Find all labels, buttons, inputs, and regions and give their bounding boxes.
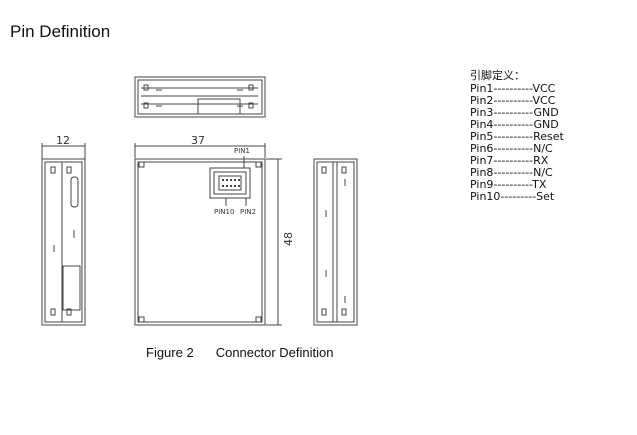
pin-row: Pin10---------Set bbox=[470, 190, 555, 203]
width-dimension-label: 12 bbox=[56, 134, 70, 147]
connector-pin1-label: PIN1 bbox=[234, 147, 250, 155]
page-title: Pin Definition bbox=[10, 22, 111, 41]
connector-pin10-label: PIN10 bbox=[214, 208, 234, 216]
pin-row: Pin2----------VCC bbox=[470, 94, 556, 107]
pin-row: Pin7----------RX bbox=[470, 154, 549, 167]
left-side-view bbox=[41, 143, 86, 326]
connector-pin2-label: PIN2 bbox=[240, 208, 256, 216]
right-side-view bbox=[313, 158, 358, 326]
length-dimension-label: 37 bbox=[191, 134, 205, 147]
front-view bbox=[134, 143, 282, 326]
height-dimension-label: 48 bbox=[282, 232, 295, 246]
top-view bbox=[134, 76, 266, 118]
pin-row: Pin9----------TX bbox=[470, 178, 547, 191]
pin-row: Pin1----------VCC bbox=[470, 82, 556, 95]
pin-row: Pin6----------N/C bbox=[470, 142, 553, 155]
pin-row: Pin8----------N/C bbox=[470, 166, 553, 179]
figure-number: Figure 2 bbox=[146, 345, 194, 360]
connector-pin-dots bbox=[222, 179, 240, 187]
pin-row: Pin4----------GND bbox=[470, 118, 559, 131]
figure-title: Connector Definition bbox=[215, 345, 334, 360]
pin-table-title: 引脚定义： bbox=[470, 69, 525, 82]
figure-caption: Figure 2 Connector Definition bbox=[146, 345, 334, 360]
pin-definition-table: 引脚定义： Pin1----------VCC Pin2----------VC… bbox=[470, 70, 564, 203]
pin-row: Pin3----------GND bbox=[470, 106, 559, 119]
pin-row: Pin5----------Reset bbox=[470, 130, 564, 143]
